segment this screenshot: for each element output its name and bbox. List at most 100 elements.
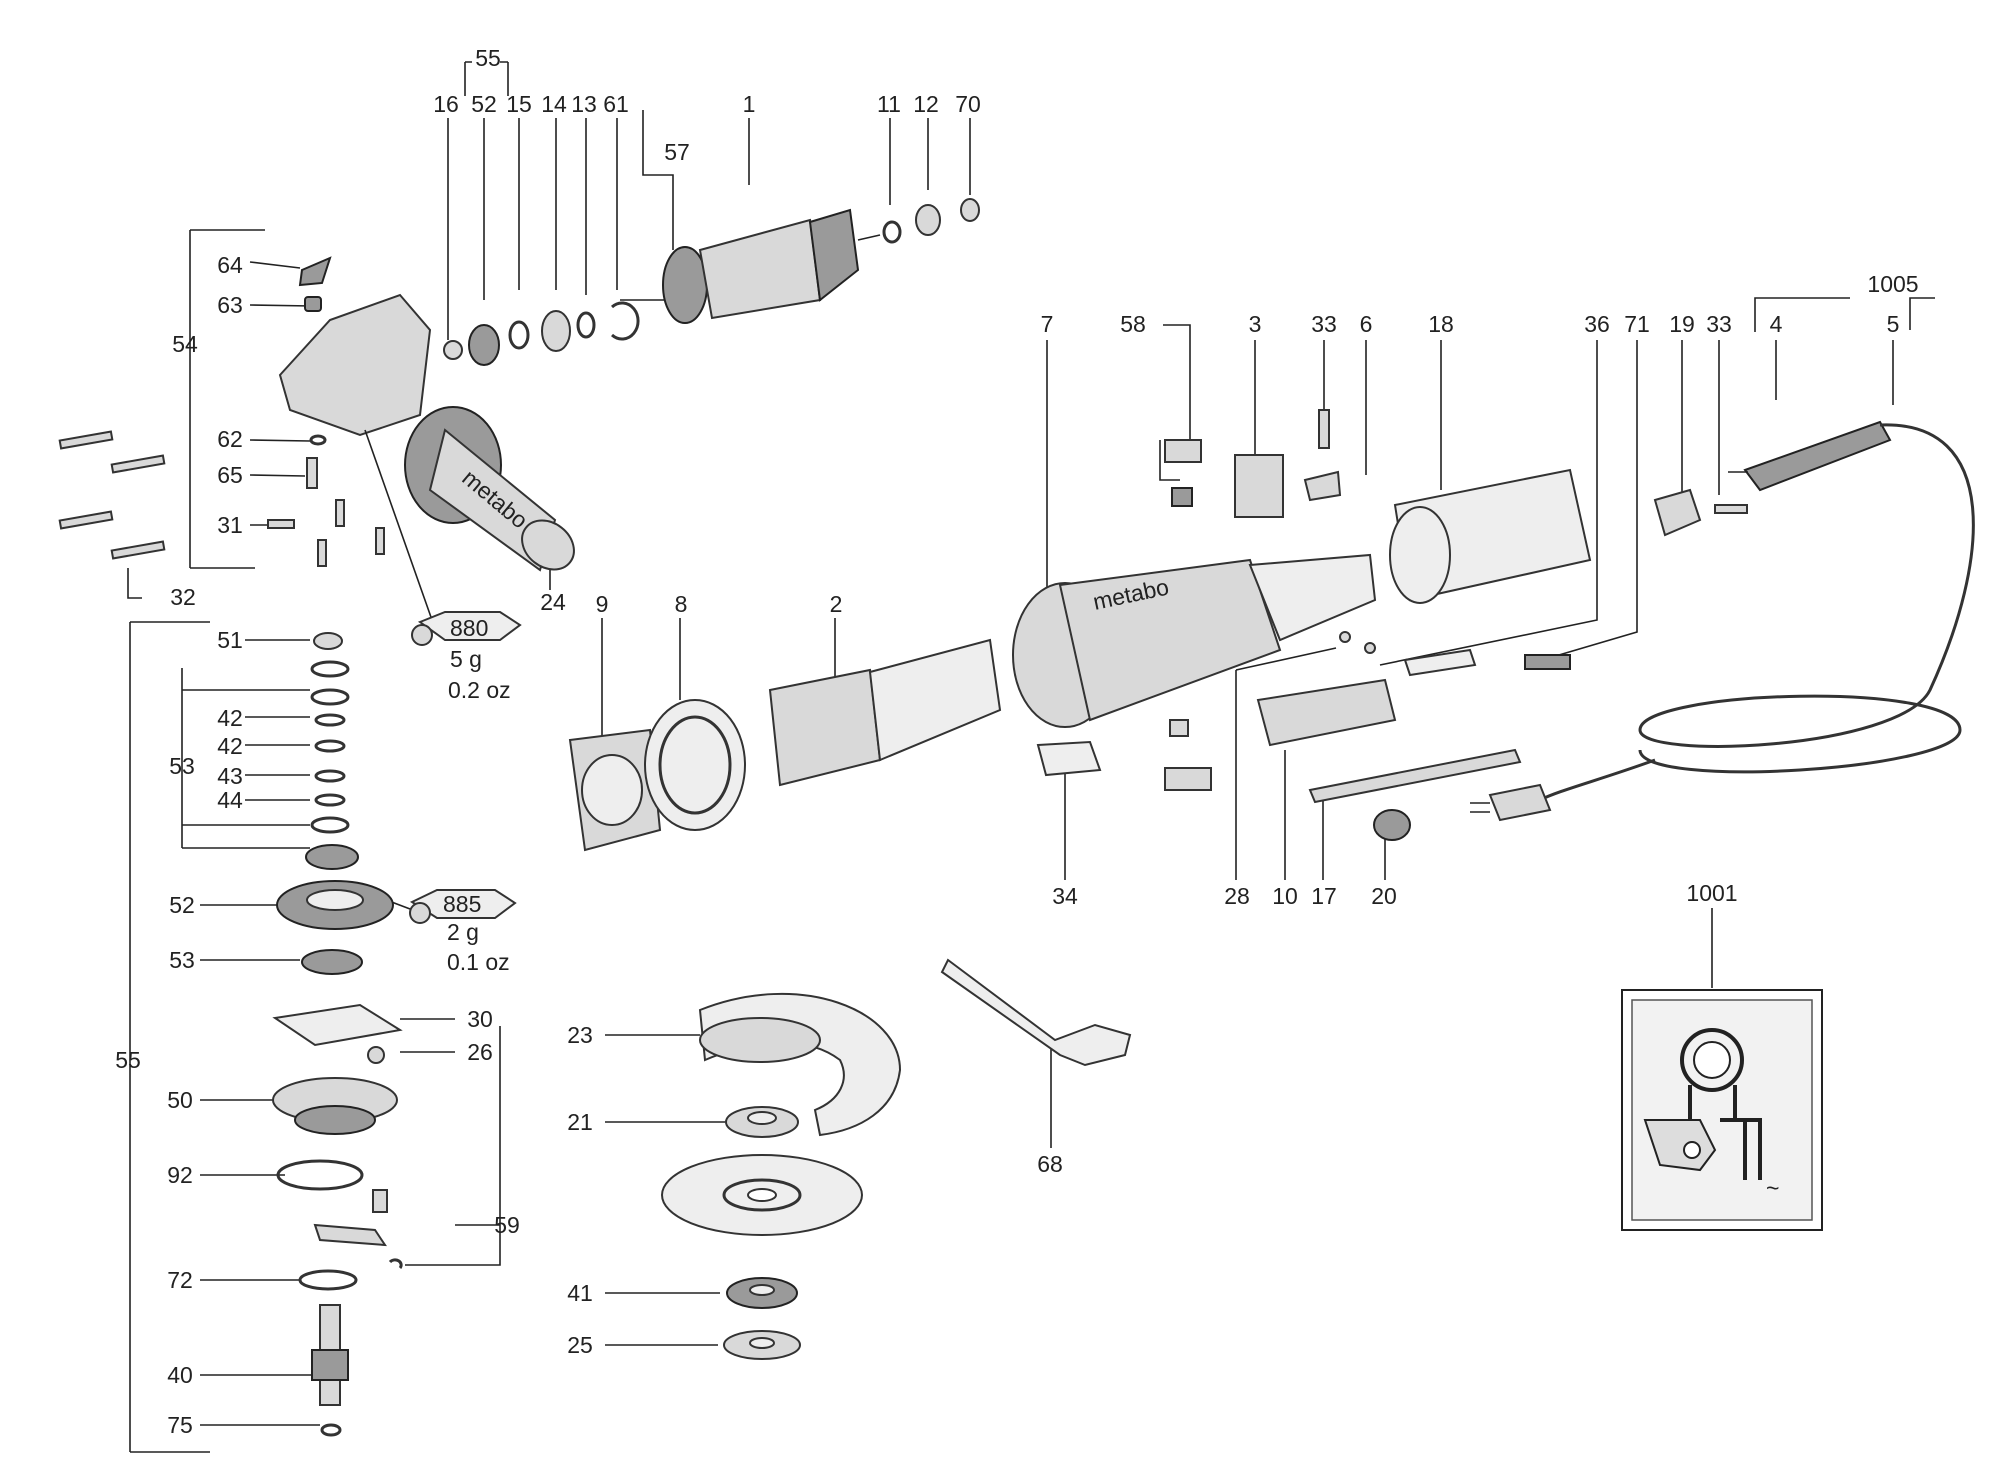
label-33a: 33 <box>1311 311 1337 337</box>
label-25: 25 <box>567 1332 593 1358</box>
electronics-10 <box>1256 678 1397 747</box>
armature-1 <box>620 208 881 324</box>
brush-holder-58 <box>1164 439 1202 463</box>
screw-33b <box>1714 504 1748 514</box>
cover-18 <box>1389 468 1592 604</box>
carbon-brush-58 <box>1171 487 1193 507</box>
motor-housing-7: metabo <box>1012 553 1377 728</box>
label-63: 63 <box>217 292 243 318</box>
washer-15 <box>508 320 530 350</box>
guard-flange-group: 23 21 41 25 68 <box>567 958 1132 1360</box>
label-71: 71 <box>1624 311 1650 337</box>
label-70: 70 <box>955 91 981 117</box>
power-cord-group: 1005 4 5 <box>1470 271 1975 822</box>
bevel-pinion-52 <box>468 324 500 366</box>
label-34: 34 <box>1052 883 1078 909</box>
label-44: 44 <box>217 787 243 813</box>
screw-28b <box>1364 642 1376 654</box>
label-54: 54 <box>172 331 198 357</box>
sleeve-70 <box>960 198 980 222</box>
label-18: 18 <box>1428 311 1454 337</box>
screw-28a <box>1339 631 1351 643</box>
label-72: 72 <box>167 1267 193 1293</box>
brush-holder-58b <box>1164 767 1212 791</box>
label-58: 58 <box>1120 311 1146 337</box>
washer-72 <box>298 1269 358 1291</box>
grease-tube-880 <box>411 611 522 646</box>
shim-44 <box>314 793 346 807</box>
bearing-14 <box>541 310 571 352</box>
label-12: 12 <box>913 91 939 117</box>
pin-65 <box>306 457 318 489</box>
label-55-top: 55 <box>475 45 501 71</box>
washer-53c <box>310 816 350 834</box>
wiring-schematic-1001: ~ 1001 <box>1621 880 1823 1231</box>
armature-row: 55 16 52 15 14 13 61 1 57 11 12 70 <box>433 45 981 366</box>
grease-885-mass: 2 g <box>447 919 479 945</box>
label-64: 64 <box>217 252 243 278</box>
grease-880-oz: 0.2 oz <box>448 677 511 703</box>
label-43: 43 <box>217 763 243 789</box>
label-53b: 53 <box>169 947 195 973</box>
label-92: 92 <box>167 1162 193 1188</box>
gear-housing-54 <box>278 293 432 437</box>
label-50: 50 <box>167 1087 193 1113</box>
bearing-53b <box>301 949 363 975</box>
fan-baffle-9 <box>568 728 662 852</box>
grease-880-code: 880 <box>450 615 488 641</box>
o-ring-75 <box>320 1423 342 1437</box>
air-guide-8 <box>644 699 746 831</box>
screw-33a <box>1318 409 1330 449</box>
label-30: 30 <box>467 1006 493 1032</box>
label-36: 36 <box>1584 311 1610 337</box>
grinding-disc <box>661 1154 863 1236</box>
label-28: 28 <box>1224 883 1250 909</box>
washer-53a <box>310 660 350 678</box>
label-6: 6 <box>1360 311 1373 337</box>
pin-wrench-68 <box>940 958 1132 1067</box>
schematic-symbol: ~ <box>1766 1175 1779 1201</box>
clamping-nut-25 <box>723 1330 801 1360</box>
label-26: 26 <box>467 1039 493 1065</box>
label-15: 15 <box>506 91 532 117</box>
label-11: 11 <box>877 91 901 117</box>
o-ring-92 <box>276 1159 364 1191</box>
screws-31 <box>267 499 385 567</box>
label-17: 17 <box>1311 883 1337 909</box>
label-53a: 53 <box>169 753 195 779</box>
stator-2 <box>768 638 1002 787</box>
label-65: 65 <box>217 462 243 488</box>
gear-housing-group: 64 63 54 62 65 31 32 metabo 24 880 5 g 0… <box>58 229 575 703</box>
label-2: 2 <box>830 591 843 617</box>
spring-59 <box>388 1258 403 1269</box>
label-21: 21 <box>567 1109 593 1135</box>
cord-protector-4 <box>1728 420 1892 492</box>
label-1001: 1001 <box>1686 880 1737 906</box>
nut-51 <box>313 632 343 650</box>
label-19: 19 <box>1669 311 1695 337</box>
switch-rod-17 <box>1308 748 1522 804</box>
washer-13 <box>576 311 596 339</box>
label-42b: 42 <box>217 733 243 759</box>
gasket-30 <box>272 1003 403 1047</box>
label-8: 8 <box>675 591 688 617</box>
button-59 <box>372 1189 388 1213</box>
label-20: 20 <box>1371 883 1397 909</box>
bearing-53 <box>305 844 359 870</box>
screws-32 <box>58 430 166 560</box>
label-55-left: 55 <box>115 1047 141 1073</box>
plug-71 <box>1524 654 1571 670</box>
label-68: 68 <box>1037 1151 1063 1177</box>
label-52-top: 52 <box>471 91 497 117</box>
label-13: 13 <box>571 91 597 117</box>
shim-42b <box>314 739 346 753</box>
label-33b: 33 <box>1706 311 1732 337</box>
switch-3 <box>1234 454 1284 518</box>
washer-53b <box>310 688 350 706</box>
label-61: 61 <box>603 91 629 117</box>
motor-housing-group: metabo 9 8 2 7 <box>568 311 1377 852</box>
clip-19 <box>1653 488 1702 537</box>
o-ring-62 <box>309 434 327 446</box>
shim-43 <box>314 769 346 783</box>
